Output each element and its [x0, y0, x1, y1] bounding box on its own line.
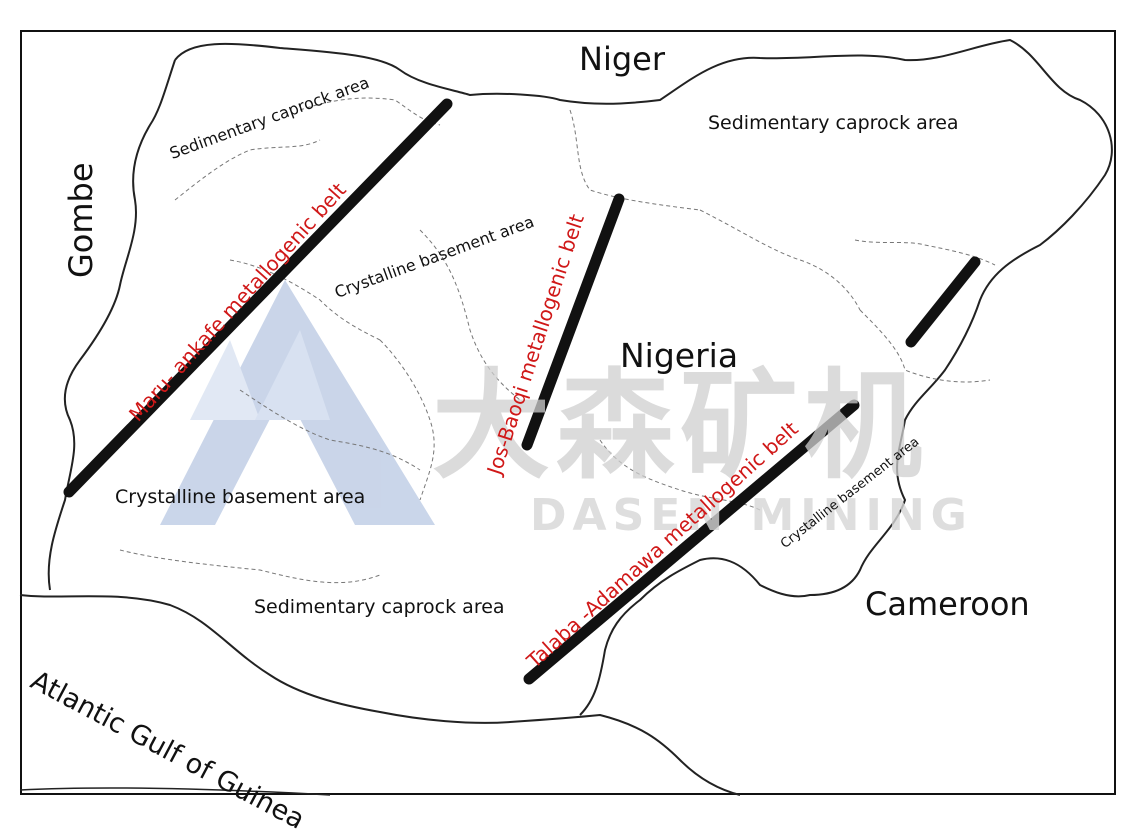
talaba-adamawa-belt-line: [523, 399, 860, 685]
jos-baoqi-belt-line: [521, 193, 625, 451]
gulf-coast-lower: [19, 787, 331, 796]
map-frame: [20, 30, 1116, 795]
coastline: [19, 594, 741, 796]
label-sedimentary-south: Sedimentary caprock area: [254, 596, 505, 618]
label-sedimentary-ne: Sedimentary caprock area: [708, 112, 959, 134]
label-niger: Niger: [579, 40, 665, 78]
label-crystalline-southwest: Crystalline basement area: [115, 486, 366, 508]
label-cameroon: Cameroon: [865, 585, 1030, 623]
country-border: [174, 38, 1113, 716]
watermark-english: DASEN MINING: [530, 490, 973, 541]
watermark-chinese: 大森矿机: [432, 357, 929, 495]
label-nigeria: Nigeria: [620, 336, 739, 375]
label-gombe: Gombe: [62, 162, 100, 278]
eastern-belt-line: [905, 256, 981, 348]
west-border: [47, 59, 176, 591]
watermark-logo-icon: [160, 280, 435, 525]
maru-ankafe-belt-line: [63, 98, 453, 498]
geologic-map: [19, 38, 1113, 796]
